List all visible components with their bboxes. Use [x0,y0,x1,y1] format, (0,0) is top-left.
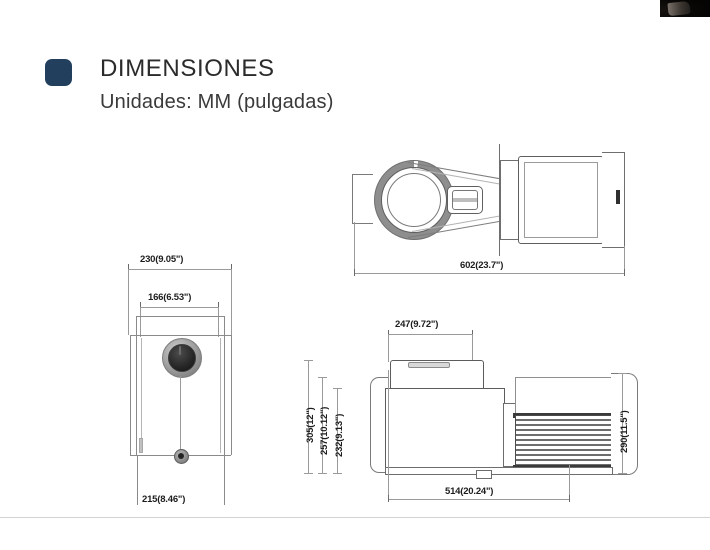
motor-housing-inner [524,162,598,238]
ext-line-right-166 [218,307,219,337]
motor-adapter [500,160,520,240]
dim-label-front-230: 230(9.05") [140,254,184,265]
dim-tick-left-514 [388,495,389,502]
ext-line-left-247 [388,334,389,362]
suction-port-bore [168,344,196,372]
discharge-port-inner [452,190,478,210]
front-view-drawing: 230(9.05") 166(6.53") 215(8.46") [110,250,260,520]
base-edge-right [224,455,225,505]
motor-rear-cover [602,152,625,248]
dim-tick-top-305 [304,360,313,361]
mounting-base [385,467,613,475]
slide-footer-rule [0,517,710,518]
body-inner-right [220,338,221,453]
dim-tick-right-166 [218,302,219,309]
ext-line-left-166 [140,307,141,337]
dim-line-247 [388,334,473,335]
base-edge-left [137,455,138,505]
product-photo-fragment [660,0,710,17]
dim-tick-right-230 [231,264,232,271]
page-subtitle: Unidades: MM (pulgadas) [100,91,334,113]
dim-label-side-305: 305(12") [305,407,316,443]
dim-label-side-514: 514(20.24") [445,486,494,497]
body-inner-left [141,338,142,453]
inlet-flange [352,174,373,224]
strainer-lid-bore [387,173,441,227]
body-vent-slot [139,438,143,453]
dim-label-front-166: 166(6.53") [148,292,192,303]
motor-rear-shroud [611,373,638,475]
dim-tick-right-514 [569,495,570,502]
dim-tick-left-247 [388,330,389,337]
dim-tick-bot-232 [333,473,342,474]
ext-line-right-230 [231,269,232,335]
body-shoulder-line [130,335,231,336]
strainer-lid-handle [408,362,450,368]
top-view-drawing: 602(23.7") [352,138,637,298]
volute-back-face [499,144,500,256]
body-outer-left [130,335,131,455]
dim-label-side-290: 290(11.5") [619,410,630,453]
pump-housing [385,388,505,472]
suction-port-slot [179,346,181,355]
dim-line-514 [388,499,570,500]
ext-line-left-514 [388,370,389,500]
dim-tick-bot-305 [304,473,313,474]
dim-label-side-257: 257(10.12") [319,406,330,455]
dim-tick-top-232 [333,388,342,389]
body-edge-top [136,316,225,317]
dim-tick-left-166 [140,302,141,309]
heading-bullet-icon [45,59,72,86]
ext-line-right-247 [472,334,473,362]
pump-front-nose [370,377,389,473]
dim-label-side-232: 232(9.13") [334,413,345,457]
ext-line-left-230 [128,269,129,335]
drain-plug-inner [177,452,184,459]
dim-tick-top-257 [318,377,327,378]
dim-line-305 [308,360,309,473]
dim-tick-right-247 [472,330,473,337]
dim-line-front-230 [128,269,232,270]
body-outer-right [231,335,232,455]
page-title: DIMENSIONES [100,55,275,82]
side-view-drawing: 247(9.72") 305(12") 257(10.12") 232(9.13… [290,315,638,520]
body-edge-left [136,316,137,455]
centerline [180,376,181,452]
dim-line-232 [337,388,338,473]
dim-label-top-602: 602(23.7") [460,260,504,271]
base-foot [476,470,492,479]
ext-line-right-602 [624,246,625,274]
dim-tick-left-230 [128,264,129,271]
body-edge-right [224,316,225,455]
dim-tick-bot-257 [318,473,327,474]
ext-line-left-602 [354,222,355,274]
dim-tick-left-602 [354,269,355,276]
dim-line-290 [622,373,623,473]
dim-label-side-247: 247(9.72") [395,319,439,330]
dim-line-257 [322,377,323,473]
dim-tick-top-290 [618,373,627,374]
motor-shell-upper [515,377,613,419]
motor-terminal-box [616,190,620,204]
dim-tick-right-602 [624,269,625,276]
dim-label-front-215: 215(8.46") [142,494,186,505]
dim-line-602 [354,273,625,274]
ext-line-right-514 [569,465,570,500]
dim-tick-bot-290 [618,473,627,474]
dim-line-front-166 [140,307,219,308]
